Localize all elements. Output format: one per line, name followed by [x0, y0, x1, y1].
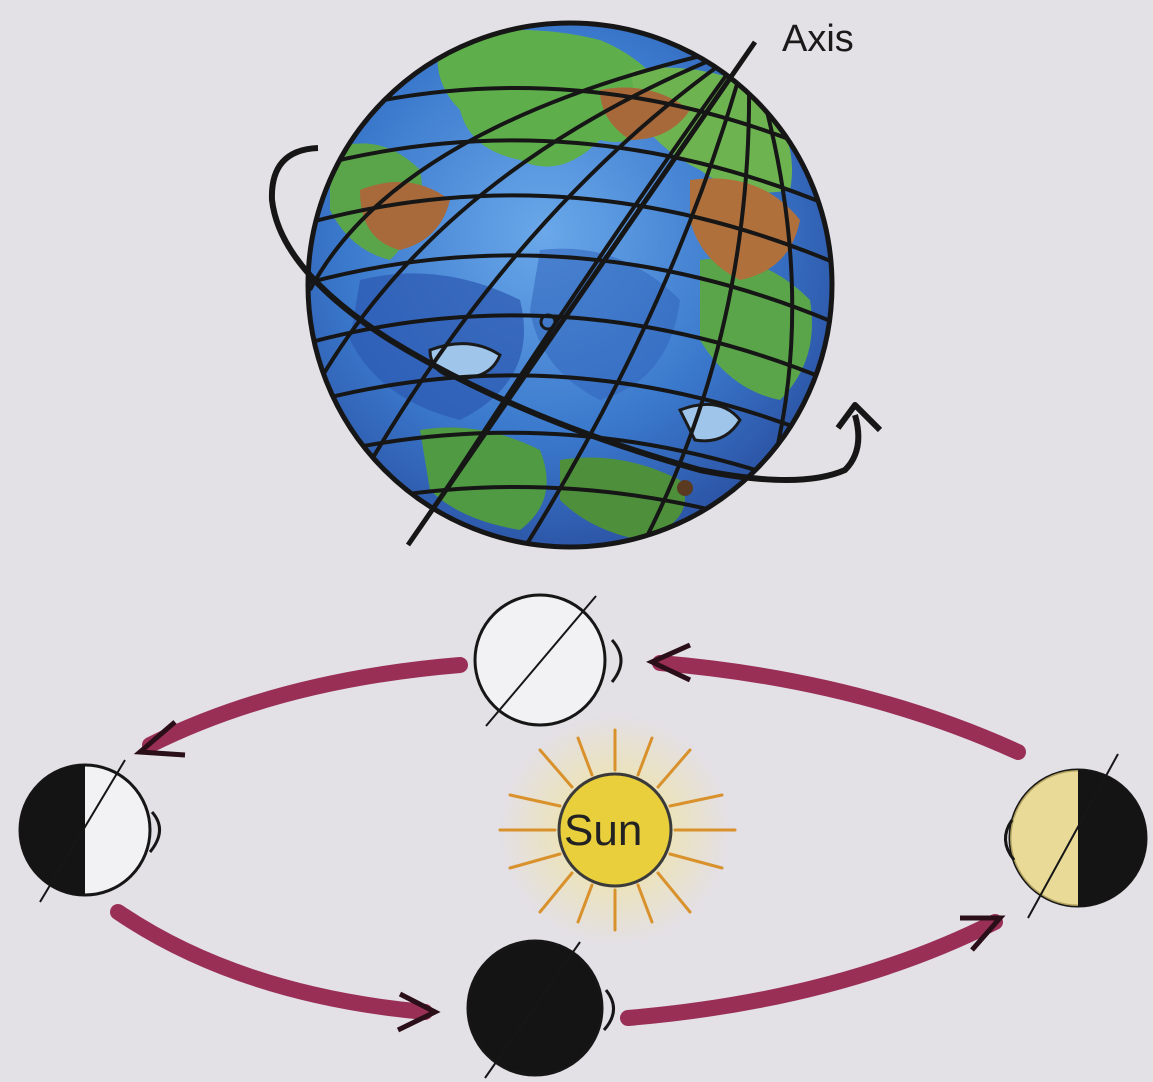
sun-label: Sun	[564, 806, 642, 856]
orbit-arrow-icon	[628, 918, 1000, 1018]
orbit-arrow-icon	[140, 665, 460, 755]
orbit-arrow-icon	[118, 912, 435, 1030]
axis-label: Axis	[782, 18, 854, 61]
globe-icon	[272, 23, 880, 555]
orbit-arrow-icon	[652, 645, 1018, 752]
earth-position-icon	[1005, 754, 1146, 918]
earth-position-icon	[475, 595, 621, 726]
earth-position-icon	[20, 760, 160, 902]
earth-position-icon	[468, 941, 614, 1078]
